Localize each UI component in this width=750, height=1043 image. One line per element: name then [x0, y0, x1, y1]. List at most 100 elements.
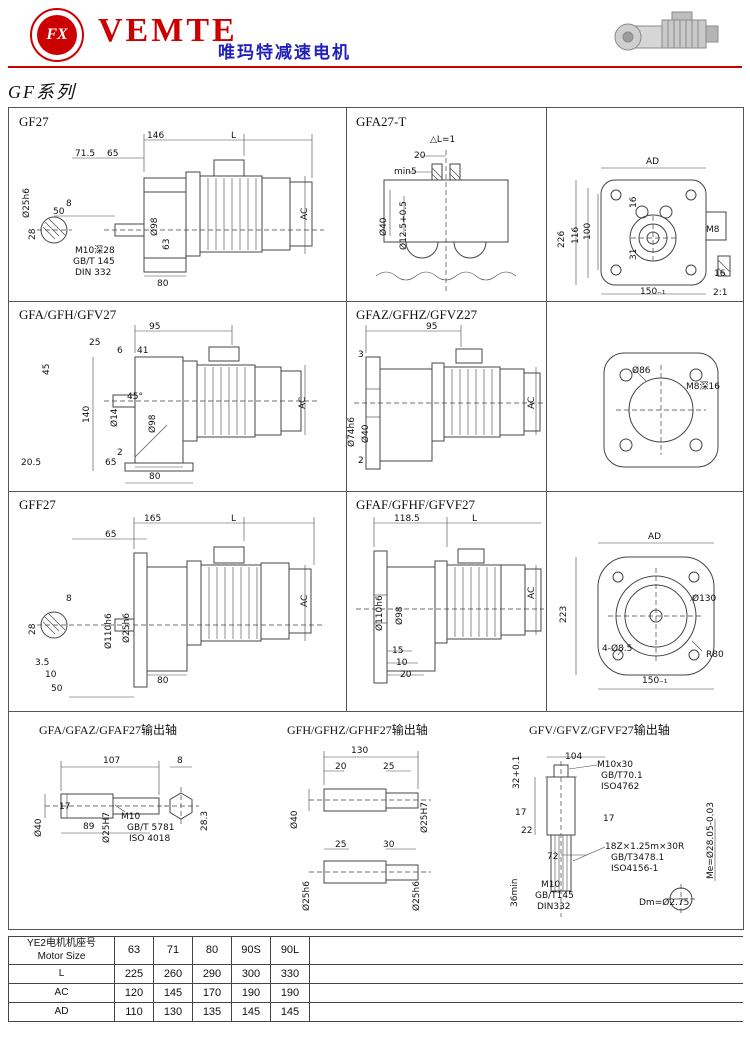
- table-row-label: L: [9, 965, 115, 983]
- dim-label: AD: [648, 532, 662, 542]
- dim-label: 20: [400, 670, 412, 680]
- dim-label: Ø98: [148, 414, 158, 433]
- drawing-grid: GF27: [8, 107, 744, 930]
- table-col-header: 63: [115, 937, 154, 964]
- dim-label: AC: [300, 207, 310, 220]
- table-header-row: YE2电机机座号 Motor Size 63 71 80 90S 90L: [9, 936, 743, 965]
- dim-label: 10: [396, 658, 408, 668]
- rear-view-2-drawing: [575, 542, 715, 690]
- dim-label: 18Z×1.25m×30R: [605, 842, 685, 852]
- header-rule: [8, 66, 742, 68]
- dim-label: Ø12.5+0.5: [399, 201, 409, 250]
- dim-label: 150₋₁: [642, 676, 668, 686]
- dim-label: 31: [629, 248, 639, 260]
- dim-label: 2: [117, 448, 123, 458]
- dim-label: 8: [66, 199, 72, 209]
- dim-label: GB/T70.1: [601, 771, 643, 781]
- table-header-line1: YE2电机机座号: [27, 938, 96, 949]
- dim-label: L: [472, 514, 478, 524]
- dim-label: Ø98: [395, 606, 405, 625]
- dim-label: 140: [82, 405, 92, 423]
- dim-label: 28: [28, 228, 38, 240]
- table-col-header: 80: [193, 937, 232, 964]
- dim-label: 20.5: [21, 458, 42, 468]
- dim-label: 2: [358, 456, 364, 466]
- dim-label: 20: [414, 151, 426, 161]
- panel-shaft-gfv: GFV/GFVZ/GFVF27输出轴: [509, 711, 743, 929]
- dim-label: Dm=Ø2.75: [639, 898, 690, 908]
- logo-monogram: FX: [37, 15, 77, 55]
- dim-label: 36min: [510, 878, 520, 907]
- dim-label: 95: [149, 322, 161, 332]
- panel-title: GFV/GFVZ/GFVF27输出轴: [529, 723, 670, 737]
- dim-label: 72: [547, 852, 559, 862]
- panel-title: GFA/GFH/GFV27: [19, 307, 117, 322]
- panel-title: GFA27-T: [356, 114, 407, 129]
- table-row-L: L 225 260 290 300 330: [9, 965, 743, 984]
- flange-view-drawing: [603, 352, 719, 468]
- dim-label: 28.3: [200, 810, 210, 831]
- vemte-logo: FX: [30, 8, 86, 64]
- dim-label: 25: [335, 840, 347, 850]
- dim-label: 80: [157, 279, 169, 289]
- dim-label: △L=1: [430, 135, 456, 145]
- dim-label: Ø25h6: [122, 613, 132, 643]
- dim-label: 25: [383, 762, 395, 772]
- dim-label: 65: [105, 458, 117, 468]
- dim-label: Ø25H7: [102, 811, 112, 843]
- dim-label: Ø25h6: [22, 188, 32, 218]
- table-cell: 110: [115, 1003, 154, 1021]
- panel-title: GF27: [19, 114, 49, 129]
- rear-view-1-drawing: [575, 167, 731, 295]
- table-row-AC: AC 120 145 170 190 190: [9, 984, 743, 1003]
- panel-gfaf-gfhf-gfvf27: GFAF/GFHF/GFVF27 118: [346, 491, 546, 711]
- table-cell: 145: [271, 1003, 310, 1021]
- shaft-gfa-drawing: [44, 761, 199, 834]
- dim-label: AD: [646, 157, 660, 167]
- dim-label: 10: [45, 670, 57, 680]
- dim-label: 130: [351, 746, 369, 756]
- dim-label: 15: [392, 646, 404, 656]
- table-col-header: 90L: [271, 937, 310, 964]
- dim-label: 22: [521, 826, 533, 836]
- dim-label: 63: [162, 238, 172, 250]
- table-cell: 120: [115, 984, 154, 1002]
- dim-label: 116: [571, 226, 581, 244]
- grid-divider: [9, 711, 743, 712]
- dim-label: AC: [298, 396, 308, 409]
- table-filler: [310, 1003, 743, 1021]
- panel-gff27: GFF27: [9, 491, 346, 711]
- dim-label: Ø110h6: [375, 595, 385, 631]
- table-cell: 170: [193, 984, 232, 1002]
- grid-divider: [9, 301, 743, 302]
- table-cell: 145: [154, 984, 193, 1002]
- dim-label: 80: [157, 676, 169, 686]
- table-cell: 130: [154, 1003, 193, 1021]
- dim-label: ISO 4018: [129, 834, 171, 844]
- grid-divider: [346, 108, 347, 711]
- dim-label: 118.5: [394, 514, 420, 524]
- dim-label: 65: [107, 149, 119, 159]
- dim-label: M10: [121, 812, 141, 822]
- panel-title: GFF27: [19, 497, 56, 512]
- dimension-table: YE2电机机座号 Motor Size 63 71 80 90S 90L L 2…: [8, 936, 743, 1022]
- dim-label: 17: [603, 814, 615, 824]
- table-filler: [310, 937, 743, 964]
- dim-label: Ø74h6: [347, 417, 357, 447]
- dim-label: Ø40: [379, 217, 389, 236]
- dim-label: L: [231, 131, 237, 141]
- dim-label: 150₋₁: [640, 287, 666, 297]
- panel-title: GFAF/GFHF/GFVF27: [356, 497, 475, 512]
- dim-label: 65: [105, 530, 117, 540]
- dim-label: 165: [144, 514, 162, 524]
- gfaz27-drawing: [354, 325, 544, 470]
- dim-label: GB/T3478.1: [611, 853, 665, 863]
- table-cell: 290: [193, 965, 232, 983]
- table-row-label: AD: [9, 1003, 115, 1021]
- table-col-header: 71: [154, 937, 193, 964]
